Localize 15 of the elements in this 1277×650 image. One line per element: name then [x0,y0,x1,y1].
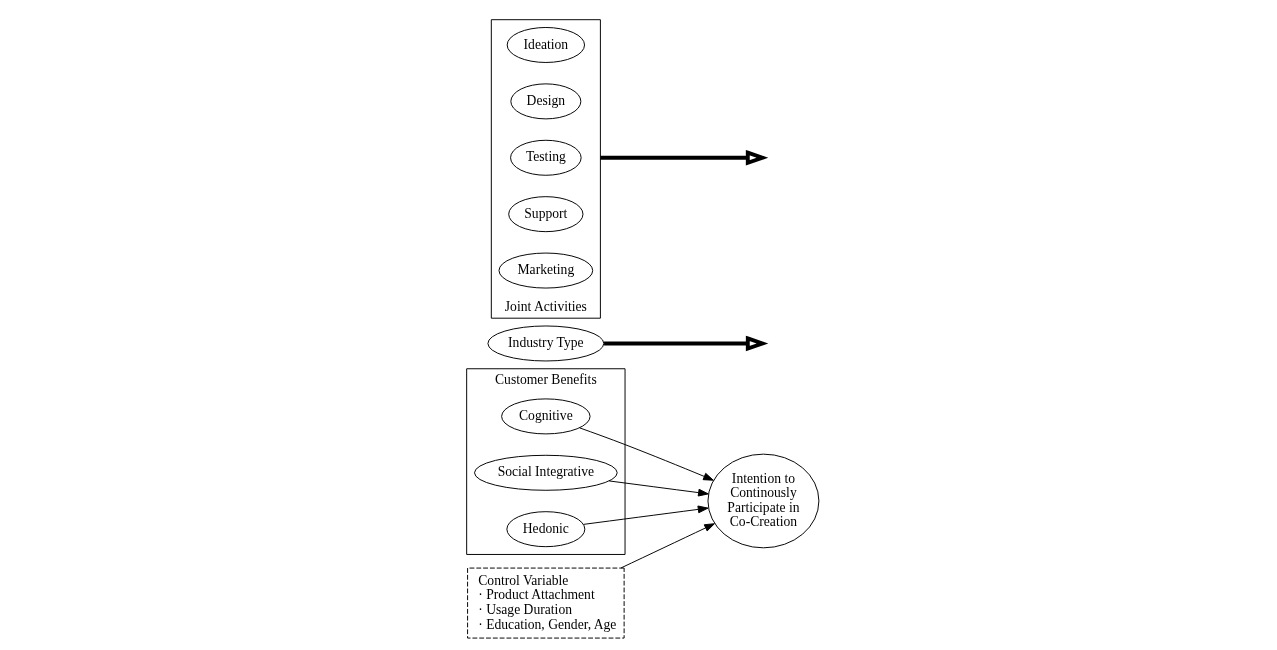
node-box: Control Variable · Product Attachment · Usage Duration · Education, Gender, Age [466,567,625,639]
arrow [578,427,714,481]
node-ellipse: Support [507,196,583,233]
arrow [620,523,715,569]
node-ellipse: Marketing [498,252,593,289]
node-ellipse: Hedonic [505,511,585,548]
node-ellipse: Social Integrative [473,454,618,491]
node-ellipse: Ideation [506,27,585,63]
node-ellipse: Cognitive [500,398,591,435]
arrow [608,480,709,497]
node-ellipse: Testing [509,139,582,176]
arrow [582,505,708,525]
node-ellipse: Intention to Continously Participate in Co-Creation [706,453,819,549]
node-ellipse: Design [509,83,581,120]
node-ellipse: Industry Type [486,325,604,362]
